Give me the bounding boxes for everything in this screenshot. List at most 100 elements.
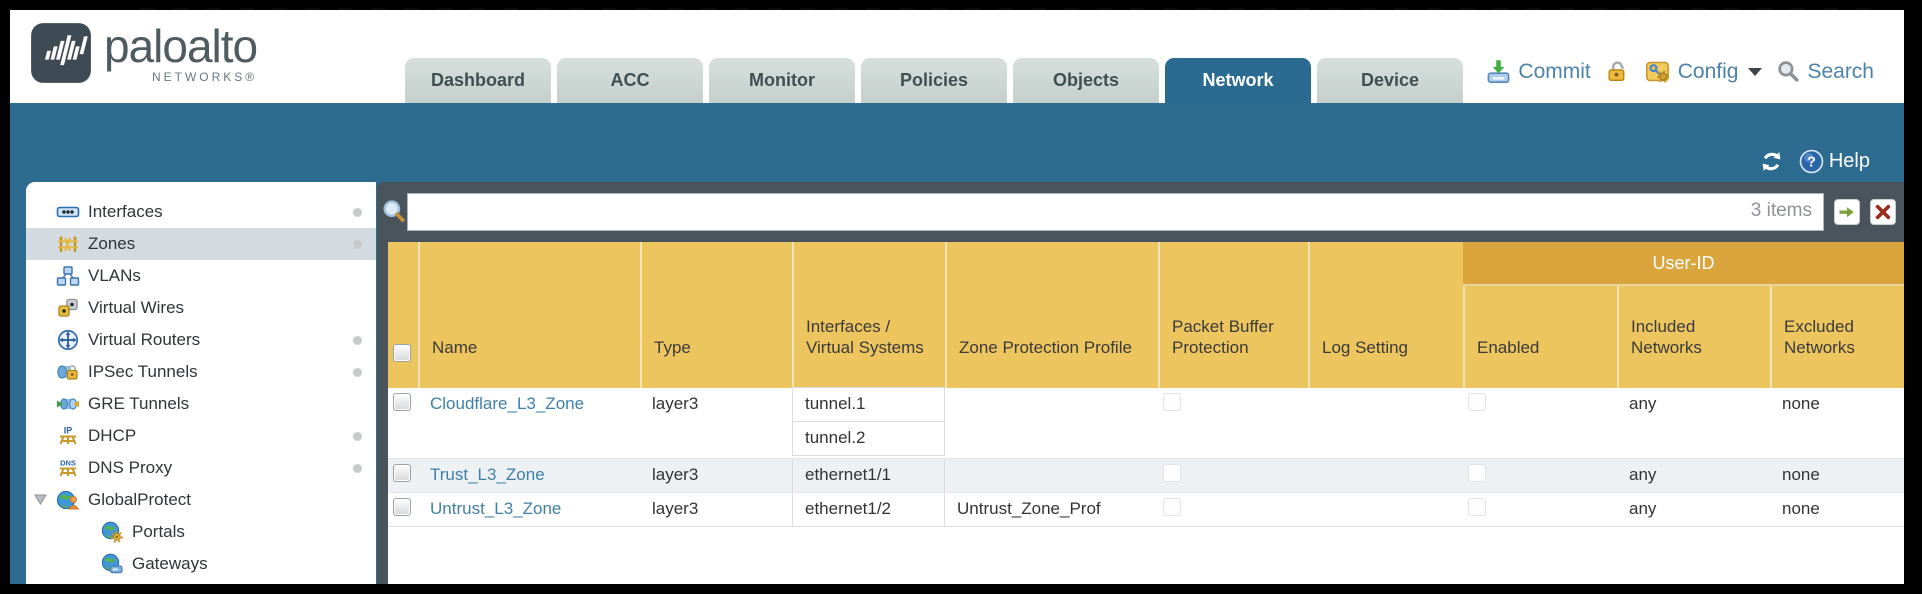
tab-device[interactable]: Device xyxy=(1317,58,1463,103)
brand-sub: NETWORKS® xyxy=(151,70,258,85)
table-row: Trust_L3_Zone layer3 ethernet1/1 any non… xyxy=(388,458,1904,492)
tab-policies[interactable]: Policies xyxy=(861,58,1007,103)
zone-type: layer3 xyxy=(652,499,699,518)
workspace: Interfaces Zones xyxy=(10,182,1904,584)
panel-splitter[interactable] xyxy=(377,182,388,584)
commit-label: Commit xyxy=(1518,59,1591,83)
status-dot xyxy=(353,240,362,249)
vlans-icon xyxy=(56,266,80,286)
included-networks: any xyxy=(1629,499,1657,518)
status-dot xyxy=(353,336,362,345)
enabled-checkbox[interactable] xyxy=(1468,393,1486,411)
sidebar-item-dns-proxy[interactable]: DNS DNS Proxy xyxy=(26,452,376,484)
help-icon: ? xyxy=(1799,149,1824,174)
zones-table: User-ID Name Type Interfaces / Virtual S… xyxy=(388,242,1904,584)
tab-objects[interactable]: Objects xyxy=(1013,58,1159,103)
config-label: Config xyxy=(1677,59,1739,83)
column-header-excluded-networks[interactable]: Excluded Networks xyxy=(1770,242,1904,388)
gre-tunnels-icon xyxy=(57,398,79,410)
top-bar: paloalto NETWORKS® Dashboard ACC Monitor… xyxy=(10,10,1904,103)
svg-text:DNS: DNS xyxy=(60,459,76,468)
tab-dashboard[interactable]: Dashboard xyxy=(405,58,551,103)
virtual-routers-icon xyxy=(57,329,79,351)
interfaces-icon xyxy=(56,206,80,218)
row-checkbox[interactable] xyxy=(393,393,411,411)
search-button[interactable]: Search xyxy=(1776,59,1874,84)
column-header-included-networks[interactable]: Included Networks xyxy=(1617,242,1770,388)
sidebar-item-virtual-routers[interactable]: Virtual Routers xyxy=(26,324,376,356)
lock-icon[interactable] xyxy=(1605,58,1630,85)
column-header-type[interactable]: Type xyxy=(640,242,792,388)
search-icon xyxy=(1778,61,1800,82)
commit-icon xyxy=(1487,60,1510,83)
sidebar-item-ipsec-tunnels[interactable]: IPSec Tunnels xyxy=(26,356,376,388)
main-nav-tabs: Dashboard ACC Monitor Policies Objects N… xyxy=(405,58,1463,103)
column-header-name[interactable]: Name xyxy=(418,242,640,388)
row-checkbox[interactable] xyxy=(393,498,411,516)
tab-network[interactable]: Network xyxy=(1165,58,1311,103)
sidebar-item-gre-tunnels[interactable]: GRE Tunnels xyxy=(26,388,376,420)
zone-protection-profile xyxy=(945,388,1158,458)
sidebar-item-virtual-wires[interactable]: Virtual Wires xyxy=(26,292,376,324)
tab-monitor[interactable]: Monitor xyxy=(709,58,855,103)
zone-type: layer3 xyxy=(652,394,699,413)
column-header-interfaces[interactable]: Interfaces / Virtual Systems xyxy=(792,242,945,388)
log-setting xyxy=(1308,459,1463,492)
packet-buffer-checkbox[interactable] xyxy=(1163,393,1181,411)
column-header-enabled[interactable]: Enabled xyxy=(1463,242,1617,388)
sidebar-item-zones[interactable]: Zones xyxy=(26,228,376,260)
zone-protection-profile: Untrust_Zone_Prof xyxy=(957,499,1101,518)
search-label: Search xyxy=(1807,59,1874,83)
row-checkbox[interactable] xyxy=(393,464,411,482)
table-row: Untrust_L3_Zone layer3 ethernet1/2 Untru… xyxy=(388,492,1904,527)
sidebar-item-globalprotect[interactable]: GlobalProtect xyxy=(26,484,376,516)
sidebar-item-vlans[interactable]: VLANs xyxy=(26,260,376,292)
green-arrow-icon xyxy=(1839,207,1854,218)
filter-search-icon xyxy=(383,200,405,222)
expander-icon[interactable] xyxy=(34,494,47,506)
sidebar-item-dhcp[interactable]: IP DHCP xyxy=(26,420,376,452)
help-button[interactable]: ? Help xyxy=(1799,149,1870,174)
sidebar-item-interfaces[interactable]: Interfaces xyxy=(26,196,376,228)
top-utilities: Commit Config xyxy=(1485,58,1874,85)
status-dot xyxy=(353,368,362,377)
globalprotect-icon xyxy=(56,490,80,510)
zones-icon xyxy=(58,236,78,253)
user-id-group-header: User-ID xyxy=(1463,242,1904,286)
table-body: Cloudflare_L3_Zone layer3 tunnel.1 tunne… xyxy=(388,387,1904,527)
included-networks: any xyxy=(1629,465,1657,484)
select-all-cell xyxy=(388,242,418,388)
zone-name-link[interactable]: Trust_L3_Zone xyxy=(430,465,545,484)
log-setting xyxy=(1308,388,1463,458)
zone-name-link[interactable]: Cloudflare_L3_Zone xyxy=(430,394,585,413)
apply-filter-button[interactable] xyxy=(1834,199,1860,225)
column-header-zone-protection[interactable]: Zone Protection Profile xyxy=(945,242,1158,388)
refresh-icon[interactable] xyxy=(1758,149,1785,174)
zone-protection-profile xyxy=(945,459,1158,492)
zone-name-link[interactable]: Untrust_L3_Zone xyxy=(430,499,562,518)
enabled-checkbox[interactable] xyxy=(1468,498,1486,516)
enabled-checkbox[interactable] xyxy=(1468,464,1486,482)
config-menu[interactable]: Config xyxy=(1644,58,1763,85)
virtual-wires-icon xyxy=(58,298,78,317)
network-sidebar: Interfaces Zones xyxy=(26,182,376,584)
packet-buffer-checkbox[interactable] xyxy=(1163,464,1181,482)
select-all-checkbox[interactable] xyxy=(393,344,411,362)
dhcp-icon: IP xyxy=(59,426,77,445)
filter-input[interactable] xyxy=(407,193,1824,231)
sidebar-item-portals[interactable]: Portals xyxy=(26,516,376,548)
commit-button[interactable]: Commit xyxy=(1485,58,1591,85)
column-header-log-setting[interactable]: Log Setting xyxy=(1308,242,1463,388)
column-header-packet-buffer[interactable]: Packet Buffer Protection xyxy=(1158,242,1308,388)
excluded-networks: none xyxy=(1782,499,1820,518)
included-networks: any xyxy=(1629,394,1657,413)
interface-cell: tunnel.2 xyxy=(792,421,945,456)
tab-acc[interactable]: ACC xyxy=(557,58,703,103)
clear-filter-button[interactable] xyxy=(1870,199,1896,225)
sidebar-item-gateways[interactable]: Gateways xyxy=(26,548,376,580)
config-icon xyxy=(1645,61,1669,83)
teal-band: ? Help xyxy=(10,103,1904,182)
brand-name: paloalto xyxy=(104,20,258,72)
packet-buffer-checkbox[interactable] xyxy=(1163,498,1181,516)
